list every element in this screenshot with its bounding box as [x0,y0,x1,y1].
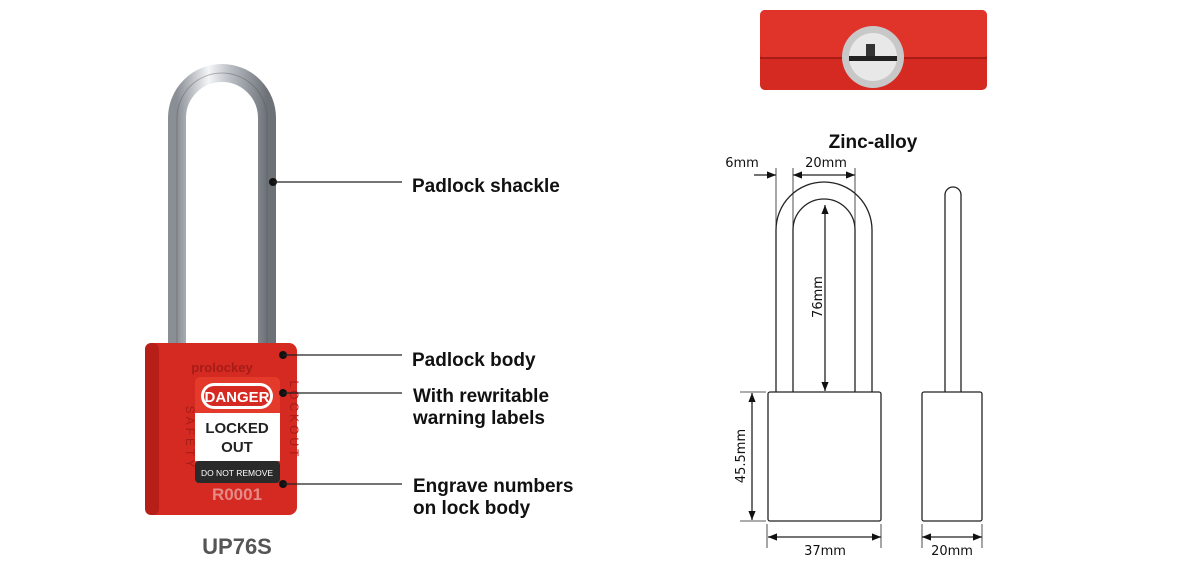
dim-body-width: 37mm [804,544,846,559]
callout-labels: With rewritable warning labels [279,386,549,429]
side-text-safety: SAFETY [183,406,197,471]
dim-body-depth: 20mm [931,544,973,559]
label-out: OUT [221,439,253,456]
callout-text: Padlock shackle [412,176,560,197]
material-label: Zinc-alloy [829,132,918,153]
dimension-drawing [740,168,983,548]
zinc-alloy-image [760,10,987,90]
model-name: UP76S [202,534,272,559]
label-do-not-remove: DO NOT REMOVE [201,468,273,478]
dim-body-height: 45.5mm [734,429,749,483]
callout-text: Engrave numbers [413,476,574,497]
padlock-shackle [168,64,276,350]
padlock-image: prolockey SAFETY LOCKOUT DANGER LOCKED O… [145,64,301,515]
dim-shackle-diameter: 6mm [725,156,759,171]
brand-engraving: prolockey [191,360,253,375]
callout-engrave: Engrave numbers on lock body [279,476,574,519]
callout-text: on lock body [413,498,531,519]
callout-shackle: Padlock shackle [269,176,560,197]
engraved-number: R0001 [212,485,262,504]
dim-shackle-clearance: 76mm [811,276,826,318]
label-danger: DANGER [204,389,269,406]
label-locked: LOCKED [205,420,269,437]
callout-text: Padlock body [412,350,536,371]
callout-body: Padlock body [279,350,536,371]
callout-text: warning labels [412,408,545,429]
dim-shackle-width: 20mm [805,156,847,171]
side-text-lockout: LOCKOUT [287,380,301,459]
callout-text: With rewritable [413,386,549,407]
